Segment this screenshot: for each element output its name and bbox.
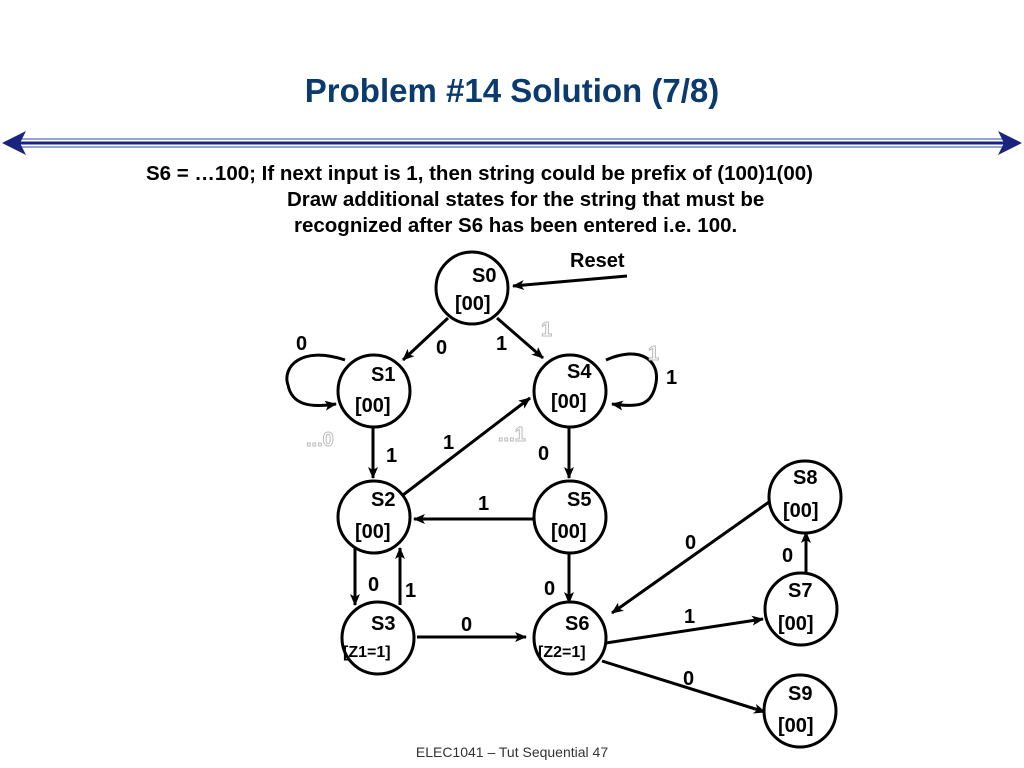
description-line-3: recognized after S6 has been entered i.e…: [294, 214, 738, 237]
state-s1-output: [00]: [355, 395, 391, 417]
edge-label-s5-s6: 0: [544, 578, 555, 600]
faded-labels: 1 1 ...0 ...1: [306, 319, 660, 452]
edge-label-s8-s6: 0: [685, 532, 696, 554]
edge-s6-s7: [605, 615, 764, 645]
state-s0-output: [00]: [455, 293, 491, 315]
edge-label-s7-s8: 0: [782, 545, 793, 567]
transitions: [285, 316, 811, 714]
state-s4-output: [00]: [551, 391, 587, 413]
state-s9-output: [00]: [778, 715, 814, 737]
edge-s0-s4: [496, 316, 544, 360]
faded-label-1: 1: [541, 319, 552, 341]
edge-s2-s4: [402, 396, 531, 497]
reset-arrow: [512, 274, 628, 291]
faded-label-3: ...0: [306, 429, 334, 451]
state-s7: S7 [00]: [763, 571, 839, 647]
state-s2-name: S2: [371, 489, 395, 511]
edge-label-s5-s2: 1: [478, 493, 489, 515]
description-line-2: Draw additional states for the string th…: [287, 188, 765, 211]
state-s8-output: [00]: [783, 500, 819, 522]
state-s1: S1 [00]: [336, 353, 412, 429]
state-s0: S0 [00]: [434, 250, 510, 326]
edge-label-s4-s5: 0: [538, 443, 549, 465]
state-s7-output: [00]: [778, 613, 814, 635]
faded-label-2: 1: [648, 343, 659, 365]
state-s2-output: [00]: [355, 521, 391, 543]
state-s3-name: S3: [371, 613, 395, 635]
edge-s8-s6: [611, 500, 770, 615]
title-rule: [2, 131, 1022, 155]
edge-label-s0-s1: 0: [436, 337, 447, 359]
state-s4-name: S4: [567, 361, 592, 383]
faded-label-4: ...1: [498, 424, 526, 446]
slide-title: Problem #14 Solution (7/8): [304, 72, 720, 109]
edge-s0-s1: [401, 316, 450, 362]
state-s7-name: S7: [788, 580, 812, 602]
edge-s1-self: [285, 353, 346, 411]
edge-s4-self: [605, 352, 658, 411]
state-s0-name: S0: [472, 265, 496, 287]
state-s6: S6 [Z2=1]: [532, 600, 608, 676]
state-s6-output: [Z2=1]: [538, 644, 586, 661]
description-line-1: S6 = …100; If next input is 1, then stri…: [146, 162, 813, 185]
edge-s6-s9: [601, 659, 766, 714]
state-s5: S5 [00]: [532, 479, 608, 555]
state-s1-name: S1: [371, 364, 395, 386]
state-s8: S8 [00]: [767, 459, 843, 535]
state-s3: S3 [Z1=1]: [340, 600, 416, 676]
state-s8-name: S8: [793, 467, 817, 489]
edge-label-s2-s4: 1: [443, 432, 454, 454]
slide-footer: ELEC1041 – Tut Sequential 47: [415, 744, 609, 760]
edge-label-s3-s2: 1: [405, 580, 416, 602]
state-s5-output: [00]: [551, 521, 587, 543]
state-s9-name: S9: [788, 683, 812, 705]
edge-label-s0-s4: 1: [496, 333, 507, 355]
edge-label-s6-s7: 1: [684, 606, 695, 628]
state-s2: S2 [00]: [336, 479, 412, 555]
state-s5-name: S5: [567, 489, 591, 511]
edge-labels: 0 0 1 1 1 1 0 1 0 1 0 0 0 0 1 0: [296, 333, 793, 690]
edge-label-s4-self: 1: [666, 367, 677, 389]
state-s9: S9 [00]: [762, 673, 838, 749]
edge-label-s2-s3: 0: [368, 574, 379, 596]
state-s6-name: S6: [565, 613, 589, 635]
edge-label-s6-s9: 0: [683, 668, 694, 690]
edge-label-s3-s6: 0: [461, 614, 472, 636]
rule-left-arrow-icon: [2, 131, 26, 155]
rule-right-arrow-icon: [998, 131, 1022, 155]
edge-label-s1-s2: 1: [386, 445, 397, 467]
edge-label-s1-self: 0: [296, 333, 307, 355]
state-s4: S4 [00]: [532, 353, 608, 429]
reset-label: Reset: [570, 250, 625, 272]
state-s3-output: [Z1=1]: [343, 644, 391, 661]
